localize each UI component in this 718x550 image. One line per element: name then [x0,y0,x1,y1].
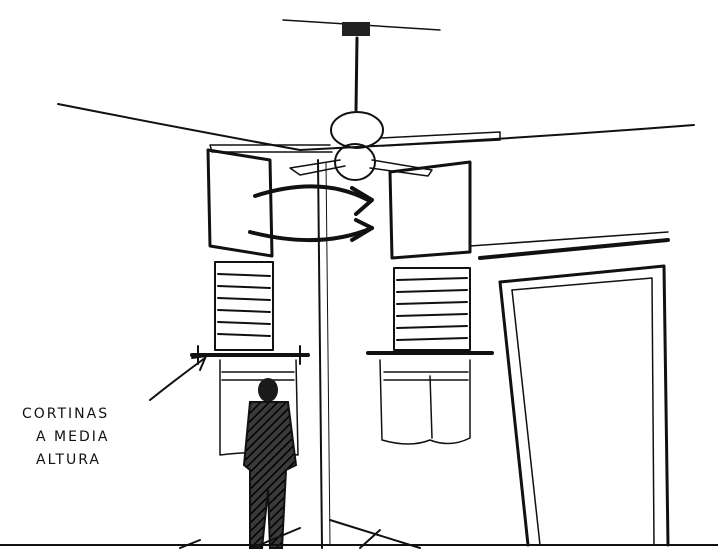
upper-vent-right [390,162,470,258]
louver-window-right [368,268,492,353]
airflow-arrows [250,186,372,240]
annotation-text: CORTINAS A MEDIA ALTURA [22,406,109,468]
annotation-line-3: ALTURA [36,452,101,468]
ceiling-lines [58,104,694,548]
person-silhouette [244,378,296,548]
louver-window-left [192,262,308,364]
curtain-right [380,360,470,444]
doorway [500,266,668,545]
floor-tiles [0,520,718,548]
annotation-line-2: A MEDIA [36,429,109,445]
annotation-line-1: CORTINAS [22,406,109,422]
annotation-leader [150,356,206,400]
upper-vent-left [208,150,272,256]
